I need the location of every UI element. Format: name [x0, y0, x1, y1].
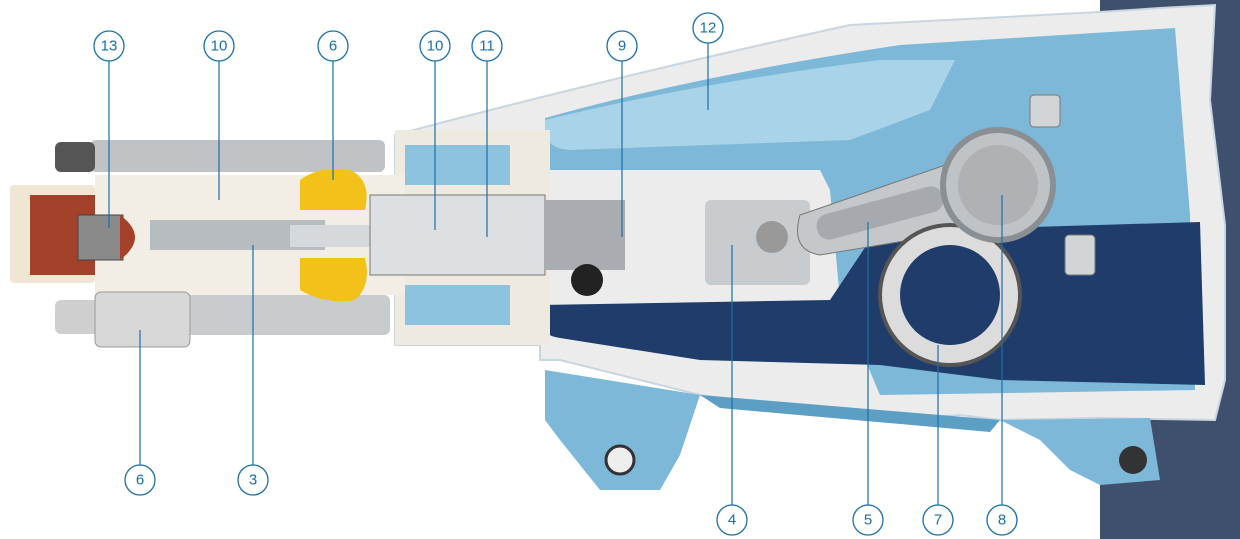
- callout-label: 7: [934, 512, 942, 529]
- base-foot-left: [545, 370, 700, 490]
- callout-8: 8: [986, 504, 1018, 536]
- callout-11: 11: [471, 30, 503, 62]
- crosshead: [545, 200, 625, 270]
- bolt-cap-top: [55, 142, 95, 172]
- seal-upper: [300, 168, 367, 210]
- callout-label: 9: [618, 38, 626, 55]
- callout-6-bottom: 6: [124, 464, 156, 496]
- crank-bolt-top: [1029, 94, 1061, 128]
- base-foot-right: [1000, 418, 1160, 485]
- ball-plug: [571, 264, 603, 296]
- wrist-pin: [756, 221, 788, 253]
- callout-label: 5: [864, 512, 872, 529]
- callout-3: 3: [237, 464, 269, 496]
- callout-label: 6: [329, 38, 337, 55]
- cylinder-upper-blue: [405, 145, 510, 185]
- callout-12: 12: [692, 12, 724, 44]
- valve-spring: [77, 214, 124, 261]
- crank-bolt-bottom: [1064, 234, 1096, 276]
- callout-7: 7: [922, 504, 954, 536]
- callout-label: 4: [728, 512, 736, 529]
- callout-10-a: 10: [203, 30, 235, 62]
- bolt-cap-bottom: [55, 300, 100, 334]
- callout-label: 12: [700, 20, 717, 37]
- mounting-hole-left: [604, 444, 636, 476]
- cylinder-lower-blue: [405, 285, 510, 325]
- callout-10-b: 10: [419, 30, 451, 62]
- valve-seat: [120, 215, 135, 260]
- leader-lines: [108, 42, 1003, 505]
- oil-reservoir: [540, 222, 1205, 385]
- callout-13: 13: [93, 30, 125, 62]
- callout-6-top: 6: [317, 30, 349, 62]
- callout-label: 11: [479, 38, 495, 55]
- callout-5: 5: [852, 504, 884, 536]
- seal-lower: [300, 258, 368, 302]
- callout-9: 9: [606, 30, 638, 62]
- callout-label: 13: [101, 38, 118, 55]
- callout-label: 3: [249, 472, 257, 489]
- plunger-guide: [369, 194, 546, 276]
- rod-slot: [816, 186, 944, 240]
- upper-oil-channel: [545, 60, 955, 150]
- crank-center: [958, 145, 1038, 225]
- callout-label: 10: [427, 38, 444, 55]
- head-top-rod: [90, 140, 385, 172]
- callout-label: 10: [211, 38, 228, 55]
- callout-label: 6: [136, 472, 144, 489]
- bearing-inner: [900, 245, 1000, 345]
- nut-bottom: [94, 291, 191, 348]
- callouts: 13 10 6 10 11 9 12 6: [93, 12, 1018, 536]
- mounting-hole-right: [1119, 446, 1147, 474]
- base-rail: [700, 395, 1000, 432]
- callout-4: 4: [716, 504, 748, 536]
- callout-label: 8: [998, 512, 1006, 529]
